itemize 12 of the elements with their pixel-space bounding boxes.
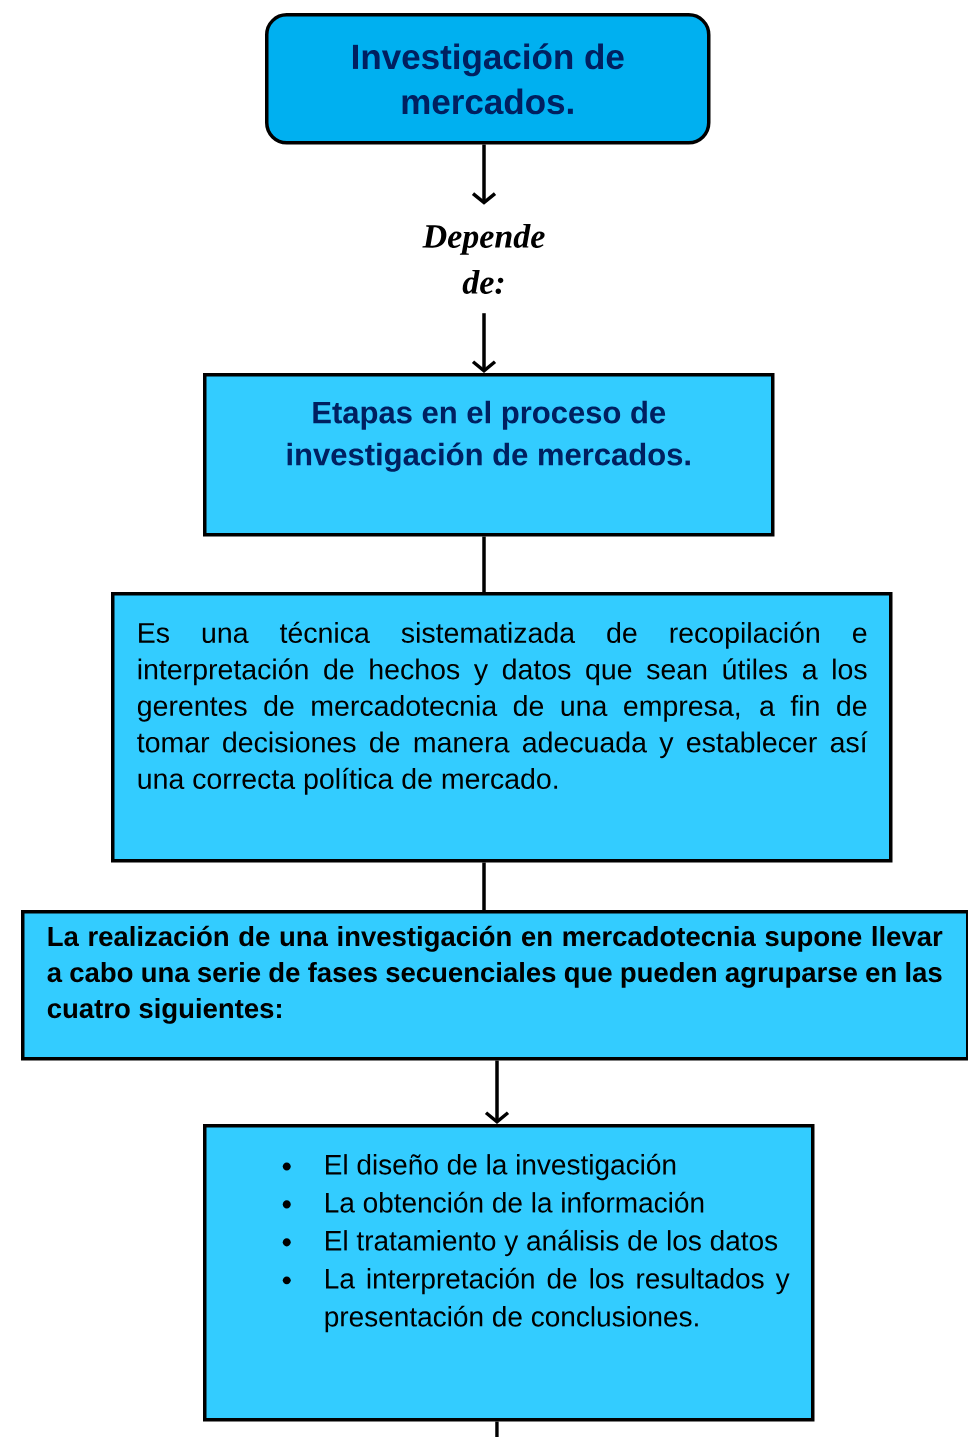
connector-line bbox=[482, 862, 486, 910]
arrow bbox=[471, 313, 497, 373]
process-box: La realización de una investigación en mercadotecnia supone llevar a cabo una serie de fases secuenciales que pueden agruparse en las cuatro siguientes: bbox=[21, 910, 968, 1061]
connector-line bbox=[482, 536, 486, 592]
start-box: Investigación de mercados. bbox=[265, 13, 711, 145]
process-box: Es una técnica sistematizada de recopilación e interpretación de hechos y datos que sean útiles a los gerentes de mercadotecnia de una empresa, a fin de tomar decisiones de manera adecuada y establecer así una correcta política de mercado. bbox=[111, 592, 893, 863]
list-box: El diseño de la investigación La obtención de la información El tratamiento y análisis de los datos La interpretación de los resultados y presentación de conclusiones. bbox=[203, 1124, 815, 1422]
connector-line bbox=[495, 1421, 499, 1437]
connector-text: Depende de: bbox=[422, 224, 545, 295]
arrow bbox=[484, 1060, 510, 1124]
arrow bbox=[471, 144, 497, 205]
process-box: Etapas en el proceso de investigación de mercados. bbox=[203, 373, 775, 537]
